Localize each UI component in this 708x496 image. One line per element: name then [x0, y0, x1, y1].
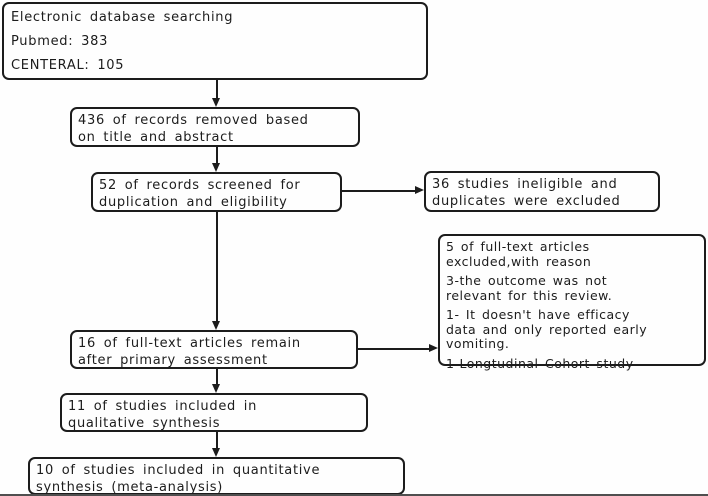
- arrow-removed-to-screened: [216, 147, 218, 164]
- image-bottom-edge: [0, 494, 708, 496]
- box-line: excluded,with reason: [446, 253, 592, 269]
- box-line: 1- It doesn't have efficacy: [446, 307, 630, 322]
- box-line: qualitative synthesis: [68, 416, 221, 431]
- box-line: data and only reported early: [446, 321, 648, 337]
- box-line: 436 of records removed based: [78, 113, 309, 128]
- box-line: relevant for this review.: [446, 287, 613, 303]
- box-paragraph: 3-the outcome was not relevant for this …: [446, 273, 698, 303]
- flow-box-quantitative-synthesis: 10 of studies included in quantitative s…: [28, 457, 405, 495]
- box-line: 1-Longtudinal Cohort study: [446, 355, 634, 371]
- arrow-remain-to-excluded: [358, 348, 429, 350]
- box-line: 11 of studies included in: [68, 399, 258, 414]
- box-line: 52 of records screened for: [99, 178, 301, 193]
- box-line: synthesis (meta-analysis): [36, 480, 224, 495]
- arrowhead-down-icon: [212, 384, 220, 393]
- box-paragraph: 5 of full-text articles excluded,with re…: [446, 239, 698, 269]
- box-line: on title and abstract: [78, 130, 234, 145]
- box-line: 10 of studies included in quantitative: [36, 463, 321, 478]
- box-line: after primary assessment: [78, 353, 268, 368]
- box-line: 5 of full-text articles: [446, 239, 590, 254]
- box-line: duplication and eligibility: [99, 195, 288, 210]
- box-line: Pubmed: 383: [11, 34, 109, 49]
- flow-box-studies-ineligible: 36 studies ineligible and duplicates wer…: [424, 171, 660, 212]
- arrow-screened-to-remain: [216, 212, 218, 322]
- arrow-qualitative-to-quantitative: [216, 432, 218, 449]
- arrowhead-right-icon: [429, 344, 438, 352]
- arrowhead-right-icon: [415, 186, 424, 194]
- flow-box-records-screened: 52 of records screened for duplication a…: [91, 172, 342, 212]
- box-line: Electronic database searching: [11, 10, 234, 25]
- arrow-search-to-removed: [216, 80, 218, 99]
- arrow-remain-to-qualitative: [216, 369, 218, 385]
- flow-box-fulltext-remain: 16 of full-text articles remain after pr…: [70, 330, 358, 369]
- arrowhead-down-icon: [212, 98, 220, 107]
- box-line: 36 studies ineligible and: [432, 177, 618, 192]
- arrowhead-down-icon: [212, 448, 220, 457]
- box-line: 3-the outcome was not: [446, 273, 608, 288]
- flow-box-database-searching: Electronic database searching Pubmed: 38…: [2, 2, 428, 80]
- box-line: duplicates were excluded: [432, 194, 621, 209]
- flow-box-fulltext-excluded: 5 of full-text articles excluded,with re…: [438, 234, 706, 370]
- arrow-screened-to-ineligible: [342, 190, 415, 192]
- box-line: 16 of full-text articles remain: [78, 336, 301, 351]
- arrowhead-down-icon: [212, 163, 220, 172]
- flow-box-qualitative-synthesis: 11 of studies included in qualitative sy…: [60, 393, 368, 432]
- box-line: vomiting.: [446, 336, 510, 351]
- box-paragraph: 1-Longtudinal Cohort study: [446, 355, 698, 372]
- flow-box-records-removed: 436 of records removed based on title an…: [70, 107, 360, 147]
- box-paragraph: 1- It doesn't have efficacy data and onl…: [446, 307, 698, 352]
- box-line: CENTERAL: 105: [11, 58, 125, 73]
- arrowhead-down-icon: [212, 321, 220, 330]
